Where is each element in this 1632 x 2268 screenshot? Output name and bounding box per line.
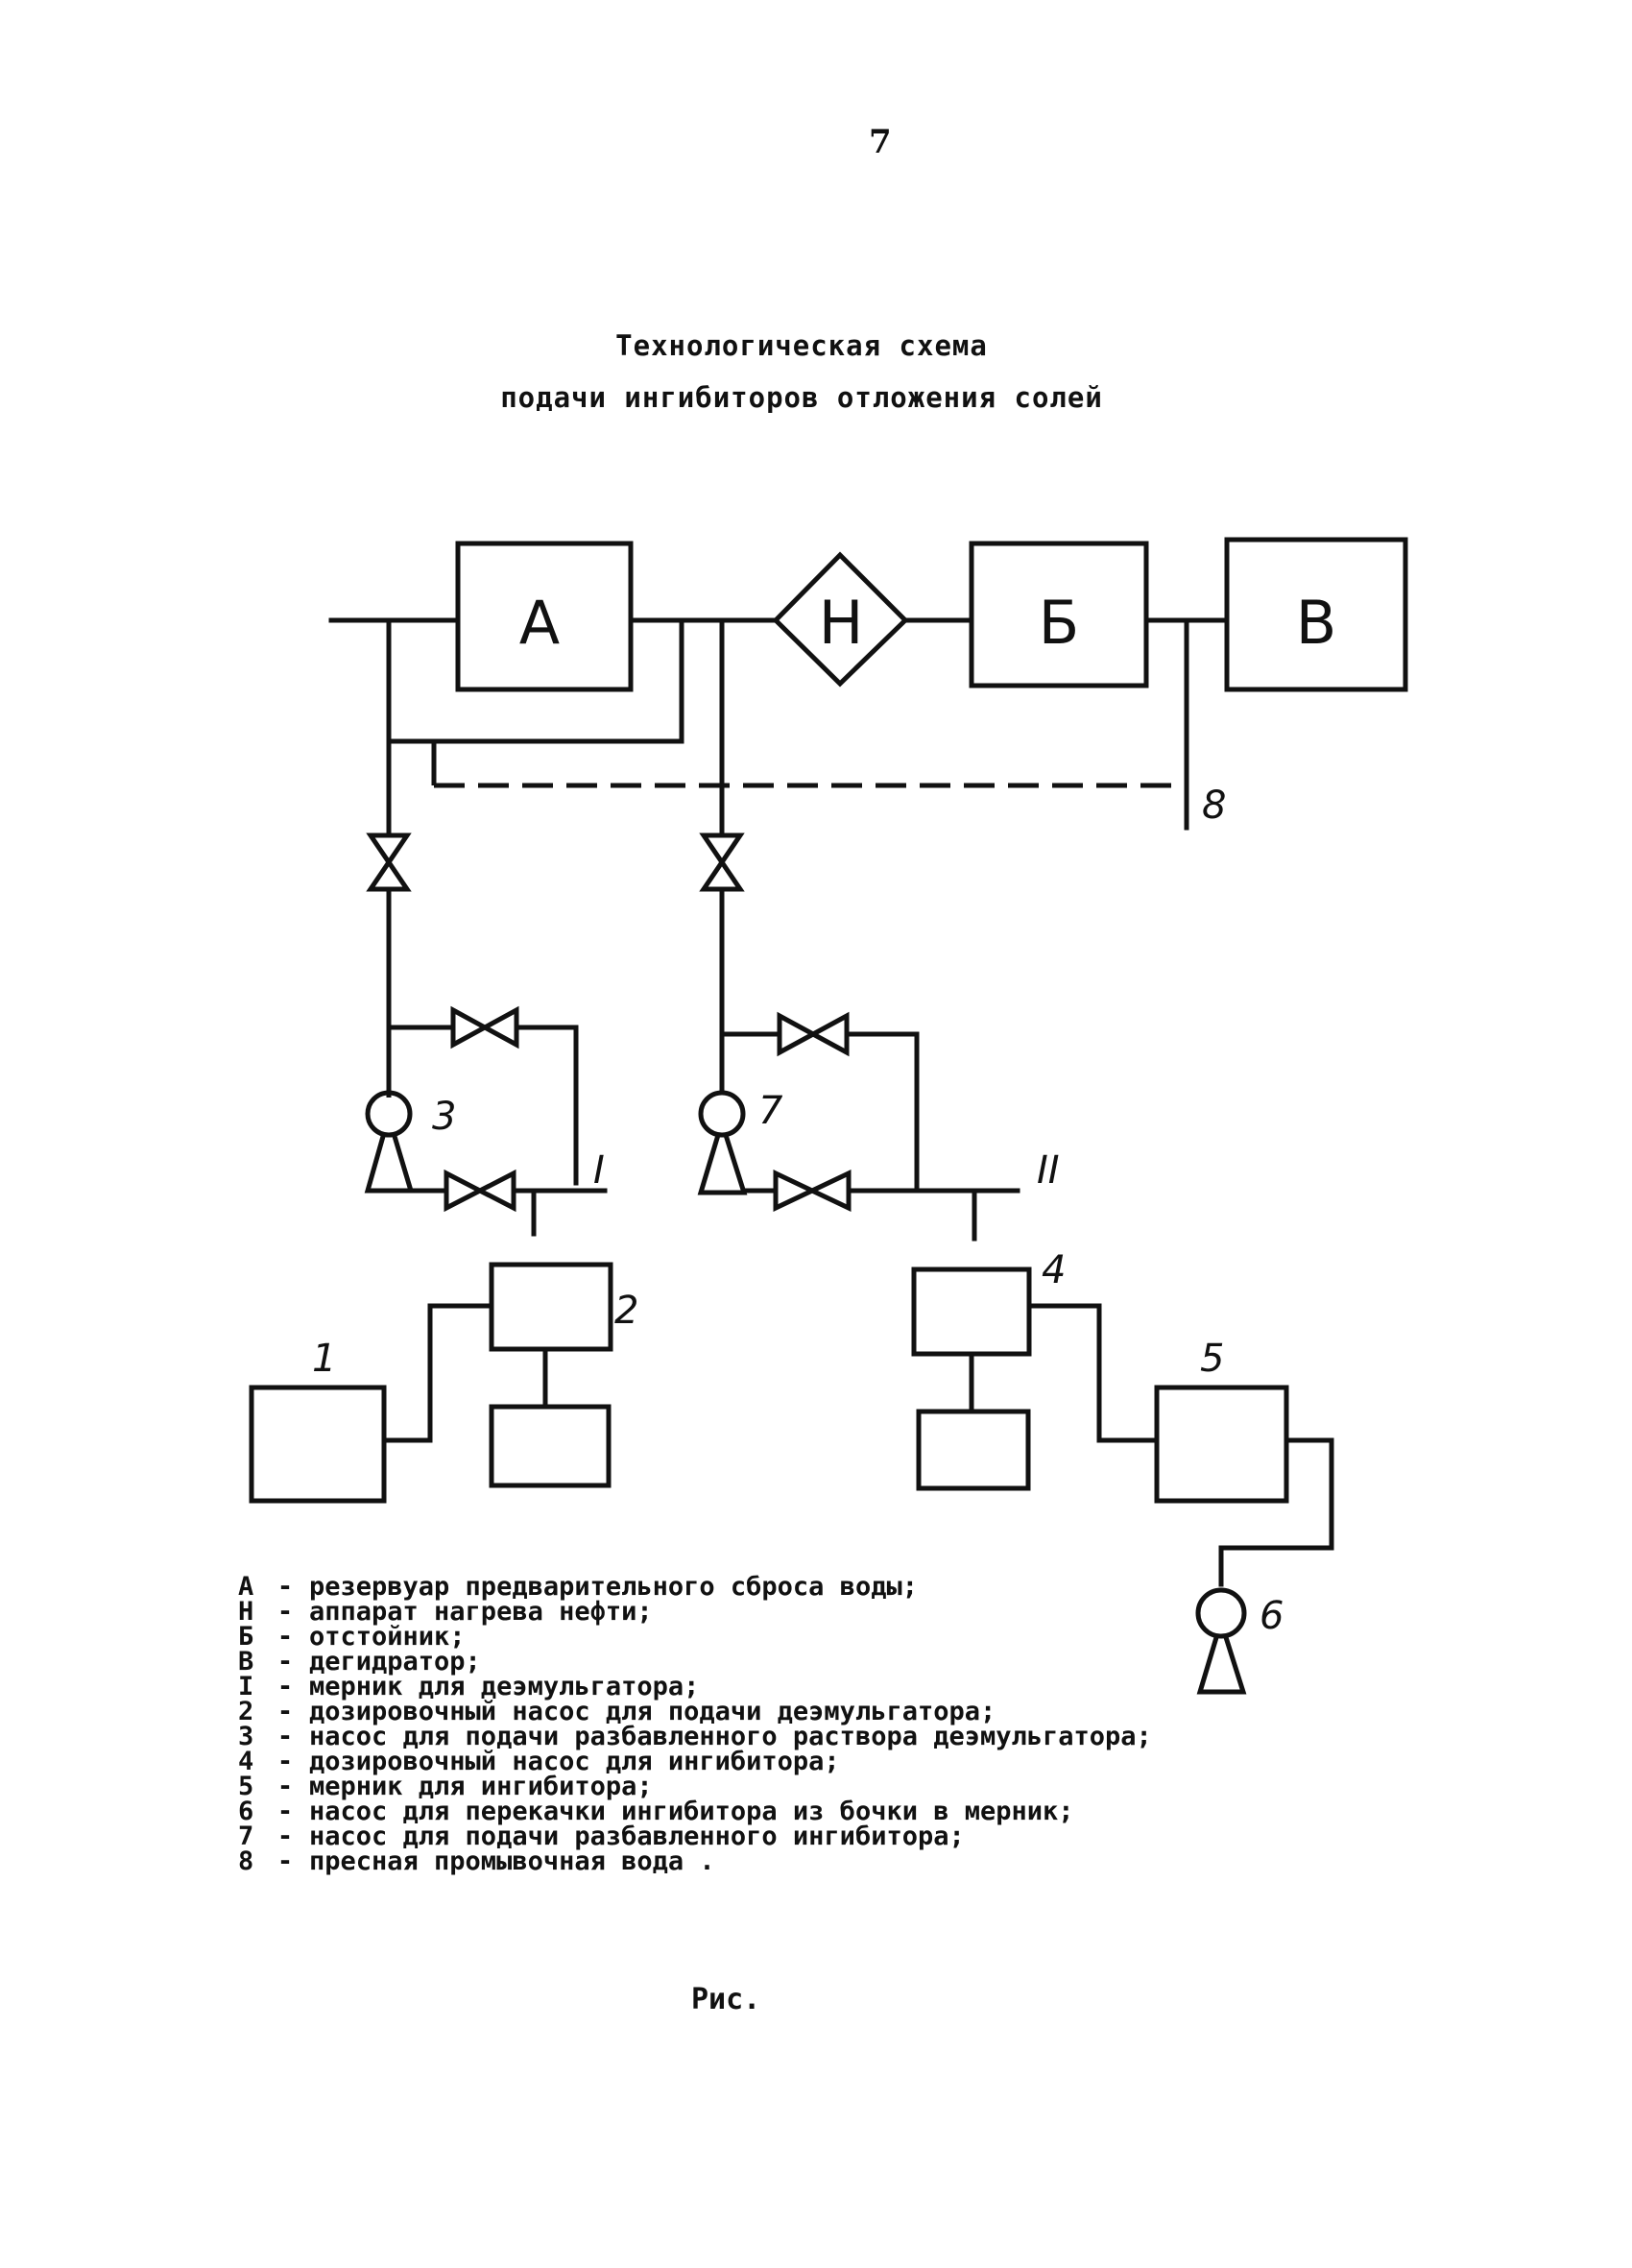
settler-b-box (969, 541, 1149, 688)
legend-row: I-мерник для деэмульгатора; (238, 1672, 1448, 1701)
legend-row: 3-насос для подачи разбавленного раствор… (238, 1722, 1448, 1751)
label-pump-7: 7 (758, 1089, 783, 1133)
legend-key: 8 (238, 1846, 254, 1876)
legend-row: Б-отстойник; (238, 1622, 1448, 1652)
valve-middle-recirc (777, 1011, 850, 1057)
legend-key: I (238, 1672, 254, 1701)
legend-key: 6 (238, 1797, 254, 1826)
tank-1-box (249, 1385, 387, 1504)
label-pump-4: 4 (1042, 1248, 1066, 1292)
label-line-i: I (593, 1148, 605, 1193)
label-tank-1: 1 (312, 1337, 336, 1381)
label-pump-6: 6 (1260, 1594, 1284, 1638)
legend-text: насос для подачи разбавленного ингибитор… (309, 1822, 965, 1851)
title-line-1: Технологическая схема (615, 329, 988, 362)
legend-dash: - (276, 1622, 294, 1652)
pump-3-symbol (364, 1090, 415, 1194)
pump-6-symbol (1195, 1587, 1247, 1695)
apparatus (249, 537, 1408, 1504)
legend-dash: - (276, 1822, 294, 1851)
legend-row: 5-мерник для ингибитора; (238, 1772, 1448, 1801)
legend-dash: - (276, 1672, 294, 1701)
legend-row: 4-дозировочный насос для ингибитора; (238, 1749, 1448, 1774)
legend-dash: - (276, 1797, 294, 1826)
legend-row: 2-дозировочный насос для подачи деэмульг… (238, 1697, 1448, 1726)
valve-middle-vertical (699, 832, 745, 892)
pump-4-box (911, 1267, 1032, 1357)
tank-a-box (455, 541, 634, 692)
legend-text: дегидратор; (309, 1647, 481, 1677)
legend-dash: - (276, 1597, 294, 1627)
figure-caption: Рис. (691, 1983, 761, 2016)
node-label-a: А (519, 588, 560, 658)
legend-row: 6-насос для перекачки ингибитора из бочк… (238, 1797, 1448, 1826)
legend-text: отстойник; (309, 1622, 466, 1652)
pump-2-drive-box (489, 1404, 612, 1488)
valve-left-recirc (450, 1005, 519, 1050)
dehydrator-v-box (1224, 537, 1408, 692)
pumps (364, 1090, 1247, 1695)
label-pump-3: 3 (432, 1095, 456, 1139)
legend-key: 5 (238, 1772, 254, 1801)
pump-7-symbol (697, 1090, 748, 1195)
label-tank-5: 5 (1200, 1337, 1224, 1381)
legend-text: насос для подачи разбавленного раствора … (309, 1722, 1152, 1751)
legend-dash: - (276, 1647, 294, 1677)
label-line-ii: II (1037, 1148, 1060, 1193)
legend-row: Н-аппарат нагрева нефти; (238, 1597, 1448, 1627)
legend-row: В-дегидратор; (238, 1647, 1448, 1677)
legend-key: 4 (238, 1747, 254, 1776)
legend-key: 7 (238, 1822, 254, 1851)
legend-dash: - (276, 1846, 294, 1876)
valve-left-vertical (366, 832, 412, 892)
legend-dash: - (276, 1697, 294, 1726)
heater-n-diamond (772, 551, 909, 688)
diagram-title: Технологическая схема подачи ингибиторов… (365, 320, 1238, 423)
legend-text: аппарат нагрева нефти; (309, 1597, 653, 1627)
legend-key: Н (238, 1597, 254, 1627)
legend-text: резервуар предварительного сброса воды; (309, 1572, 918, 1602)
label-pump-2: 2 (614, 1289, 638, 1333)
legend-row: 7-насос для подачи разбавленного ингибит… (238, 1822, 1448, 1851)
legend-row: А-резервуар предварительного сброса воды… (238, 1572, 1448, 1602)
legend-text: дозировочный насос для ингибитора; (309, 1747, 840, 1776)
legend-key: 3 (238, 1722, 254, 1751)
legend-key: 2 (238, 1697, 254, 1726)
legend-dash: - (276, 1747, 294, 1776)
legend-dash: - (276, 1722, 294, 1751)
page-number: 7 (869, 123, 892, 161)
legend-text: дозировочный насос для подачи деэмульгат… (309, 1697, 996, 1726)
pump-4-drive-box (916, 1409, 1031, 1491)
label-fresh-water-8: 8 (1202, 784, 1226, 828)
legend-key: В (238, 1647, 254, 1677)
legend-text: пресная промывочная вода . (309, 1846, 715, 1876)
node-label-n: Н (819, 588, 864, 658)
pump-2-box (489, 1262, 613, 1352)
node-label-v: В (1296, 588, 1337, 658)
valve-middle-suction (773, 1170, 852, 1212)
legend-text: мерник для деэмульгатора; (309, 1672, 700, 1701)
legend-dash: - (276, 1572, 294, 1602)
legend-dash: - (276, 1772, 294, 1801)
node-label-b: Б (1039, 588, 1080, 658)
legend-row: 8-пресная промывочная вода . (238, 1846, 1448, 1876)
valve-left-suction (444, 1169, 516, 1213)
legend-text: насос для перекачки ингибитора из бочки … (309, 1797, 1074, 1826)
title-line-2: подачи ингибиторов отложения солей (500, 381, 1103, 414)
legend: А-резервуар предварительного сброса воды… (238, 1572, 1448, 1876)
legend-key: Б (238, 1622, 254, 1652)
legend-text: мерник для ингибитора; (309, 1772, 653, 1801)
valves (366, 832, 852, 1213)
legend-key: А (238, 1572, 254, 1602)
tank-5-box (1154, 1385, 1289, 1504)
pipelines (328, 617, 1334, 1587)
fresh-water-line (431, 741, 1181, 788)
